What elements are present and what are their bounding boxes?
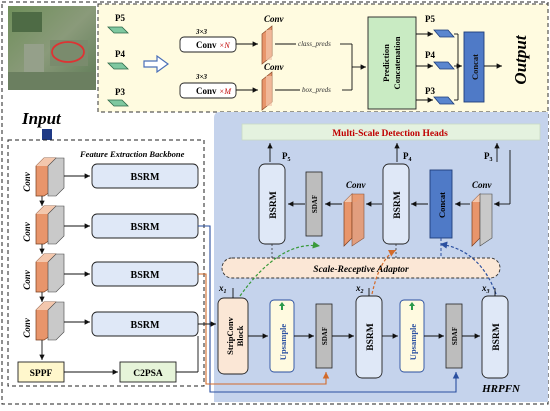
upper-bsrm-1-label: BSRM (269, 191, 279, 218)
box-preds-label: box_preds (302, 86, 331, 94)
conv-box-1 (179, 36, 237, 53)
prediction-concatenation-box (367, 16, 417, 110)
kernel-label-1: 3×3 (195, 28, 207, 36)
backbone-conv-label-1: Conv (22, 171, 32, 192)
input-title: Input (21, 109, 62, 128)
block-label: Block (235, 325, 245, 346)
backbone-bsrm-1 (91, 163, 199, 189)
flow-arrow-icon (143, 54, 170, 74)
output-feature-p5: P5 (425, 14, 455, 38)
backbone-bsrm-label-2: BSRM (131, 222, 160, 233)
prediction-label: Prediction (381, 44, 391, 82)
conv-block-1 (261, 25, 273, 65)
concatenation-label: Concatenation (392, 36, 402, 89)
input-feature-p4: P4 (107, 49, 129, 70)
backbone-conv-4 (35, 301, 65, 341)
c2psa-label: C2PSA (133, 369, 163, 379)
backbone-title: Feature Extraction Backbone (79, 149, 185, 159)
lower-bsrm-2-label: BSRM (492, 323, 502, 350)
upsample-2-label: Upsample (408, 324, 418, 361)
detection-heads-label: Multi-Scale Detection Heads (332, 129, 448, 139)
backbone-bsrm-label-3: BSRM (131, 270, 160, 281)
svg-text:P3: P3 (425, 86, 435, 96)
lower-sdaf-1-label: SDAF (321, 327, 329, 345)
scale-receptive-adaptor-label: Scale-Receptive Adaptor (313, 265, 409, 275)
conv-box-2 (179, 82, 237, 99)
head-label-p4: P4 (403, 151, 412, 163)
conv-box-2-label: Conv (196, 86, 217, 96)
input-feature-p5: P5 (107, 13, 129, 34)
lower-bsrm-1-label: BSRM (366, 323, 376, 350)
up-arrow-icon (279, 302, 285, 310)
upper-conv-block-2 (471, 193, 493, 247)
output-feature-p3: P3 (425, 86, 455, 105)
upper-sdaf (305, 171, 323, 237)
lower-sdaf-2-label: SDAF (451, 327, 459, 345)
input-feature-p3: P3 (107, 87, 129, 107)
upsample-1-label: Upsample (278, 324, 288, 361)
backbone-conv-label-3: Conv (22, 269, 32, 290)
skip-connection-blue (198, 225, 460, 393)
hrpfn-title: HRPFN (481, 383, 521, 395)
upper-conv-block-1 (343, 193, 365, 247)
conv-box-1-label: Conv (196, 40, 217, 50)
svg-text:P5: P5 (115, 13, 125, 23)
output-concat-box (463, 31, 485, 103)
satellite-image (8, 6, 96, 90)
upper-bsrm-2-label: BSRM (393, 191, 403, 218)
conv-box-1-multiplier: ×N (219, 41, 230, 50)
backbone-conv-label-2: Conv (22, 221, 32, 242)
x3-label: x3 (481, 283, 490, 295)
conv-block-2 (261, 71, 273, 111)
backbone-bsrm-label-1: BSRM (131, 172, 160, 183)
skip-connection-orange (198, 273, 330, 385)
backbone-conv-1 (35, 157, 65, 197)
svg-text:P3: P3 (115, 87, 125, 97)
x1-label: x1 (218, 283, 227, 295)
backbone-conv-3 (35, 253, 65, 293)
detection-heads-bar (241, 123, 541, 141)
output-title: Output (511, 34, 530, 84)
adaptor-blue-arrow (439, 241, 497, 295)
stripconv-label: StripConv (225, 316, 235, 355)
output-feature-p4: P4 (425, 50, 455, 70)
output-concat-label: Concat (470, 54, 480, 80)
head-label-p5: P5 (282, 151, 291, 163)
conv-box-2-multiplier: ×M (219, 87, 232, 96)
x2-label: x2 (355, 283, 364, 295)
conv-label-1: Conv (264, 14, 285, 24)
outer-frame (1, 1, 549, 405)
hrpfn-panel (214, 112, 548, 402)
adaptor-green-arrow (239, 241, 321, 297)
upper-concat-label: Concat (437, 192, 447, 218)
upper-sdaf-label: SDAF (311, 195, 319, 213)
upper-conv-label-1: Conv (346, 180, 367, 190)
up-arrow-icon (409, 302, 415, 310)
sppf-label: SPPF (30, 369, 53, 379)
scale-receptive-adaptor (221, 257, 501, 279)
kernel-label-2: 3×3 (195, 73, 207, 81)
class-preds-label: class_preds (298, 40, 331, 48)
adaptor-orange-arrow (371, 249, 397, 295)
backbone-bsrm-label-4: BSRM (131, 320, 160, 331)
conv-label-2: Conv (264, 62, 285, 72)
head-label-p3: P3 (484, 151, 493, 163)
svg-text:P4: P4 (115, 49, 125, 59)
svg-text:P4: P4 (425, 50, 435, 60)
backbone-conv-2 (35, 205, 65, 245)
upper-conv-label-2: Conv (472, 180, 493, 190)
svg-text:P5: P5 (425, 14, 435, 24)
backbone-conv-label-4: Conv (22, 317, 32, 338)
